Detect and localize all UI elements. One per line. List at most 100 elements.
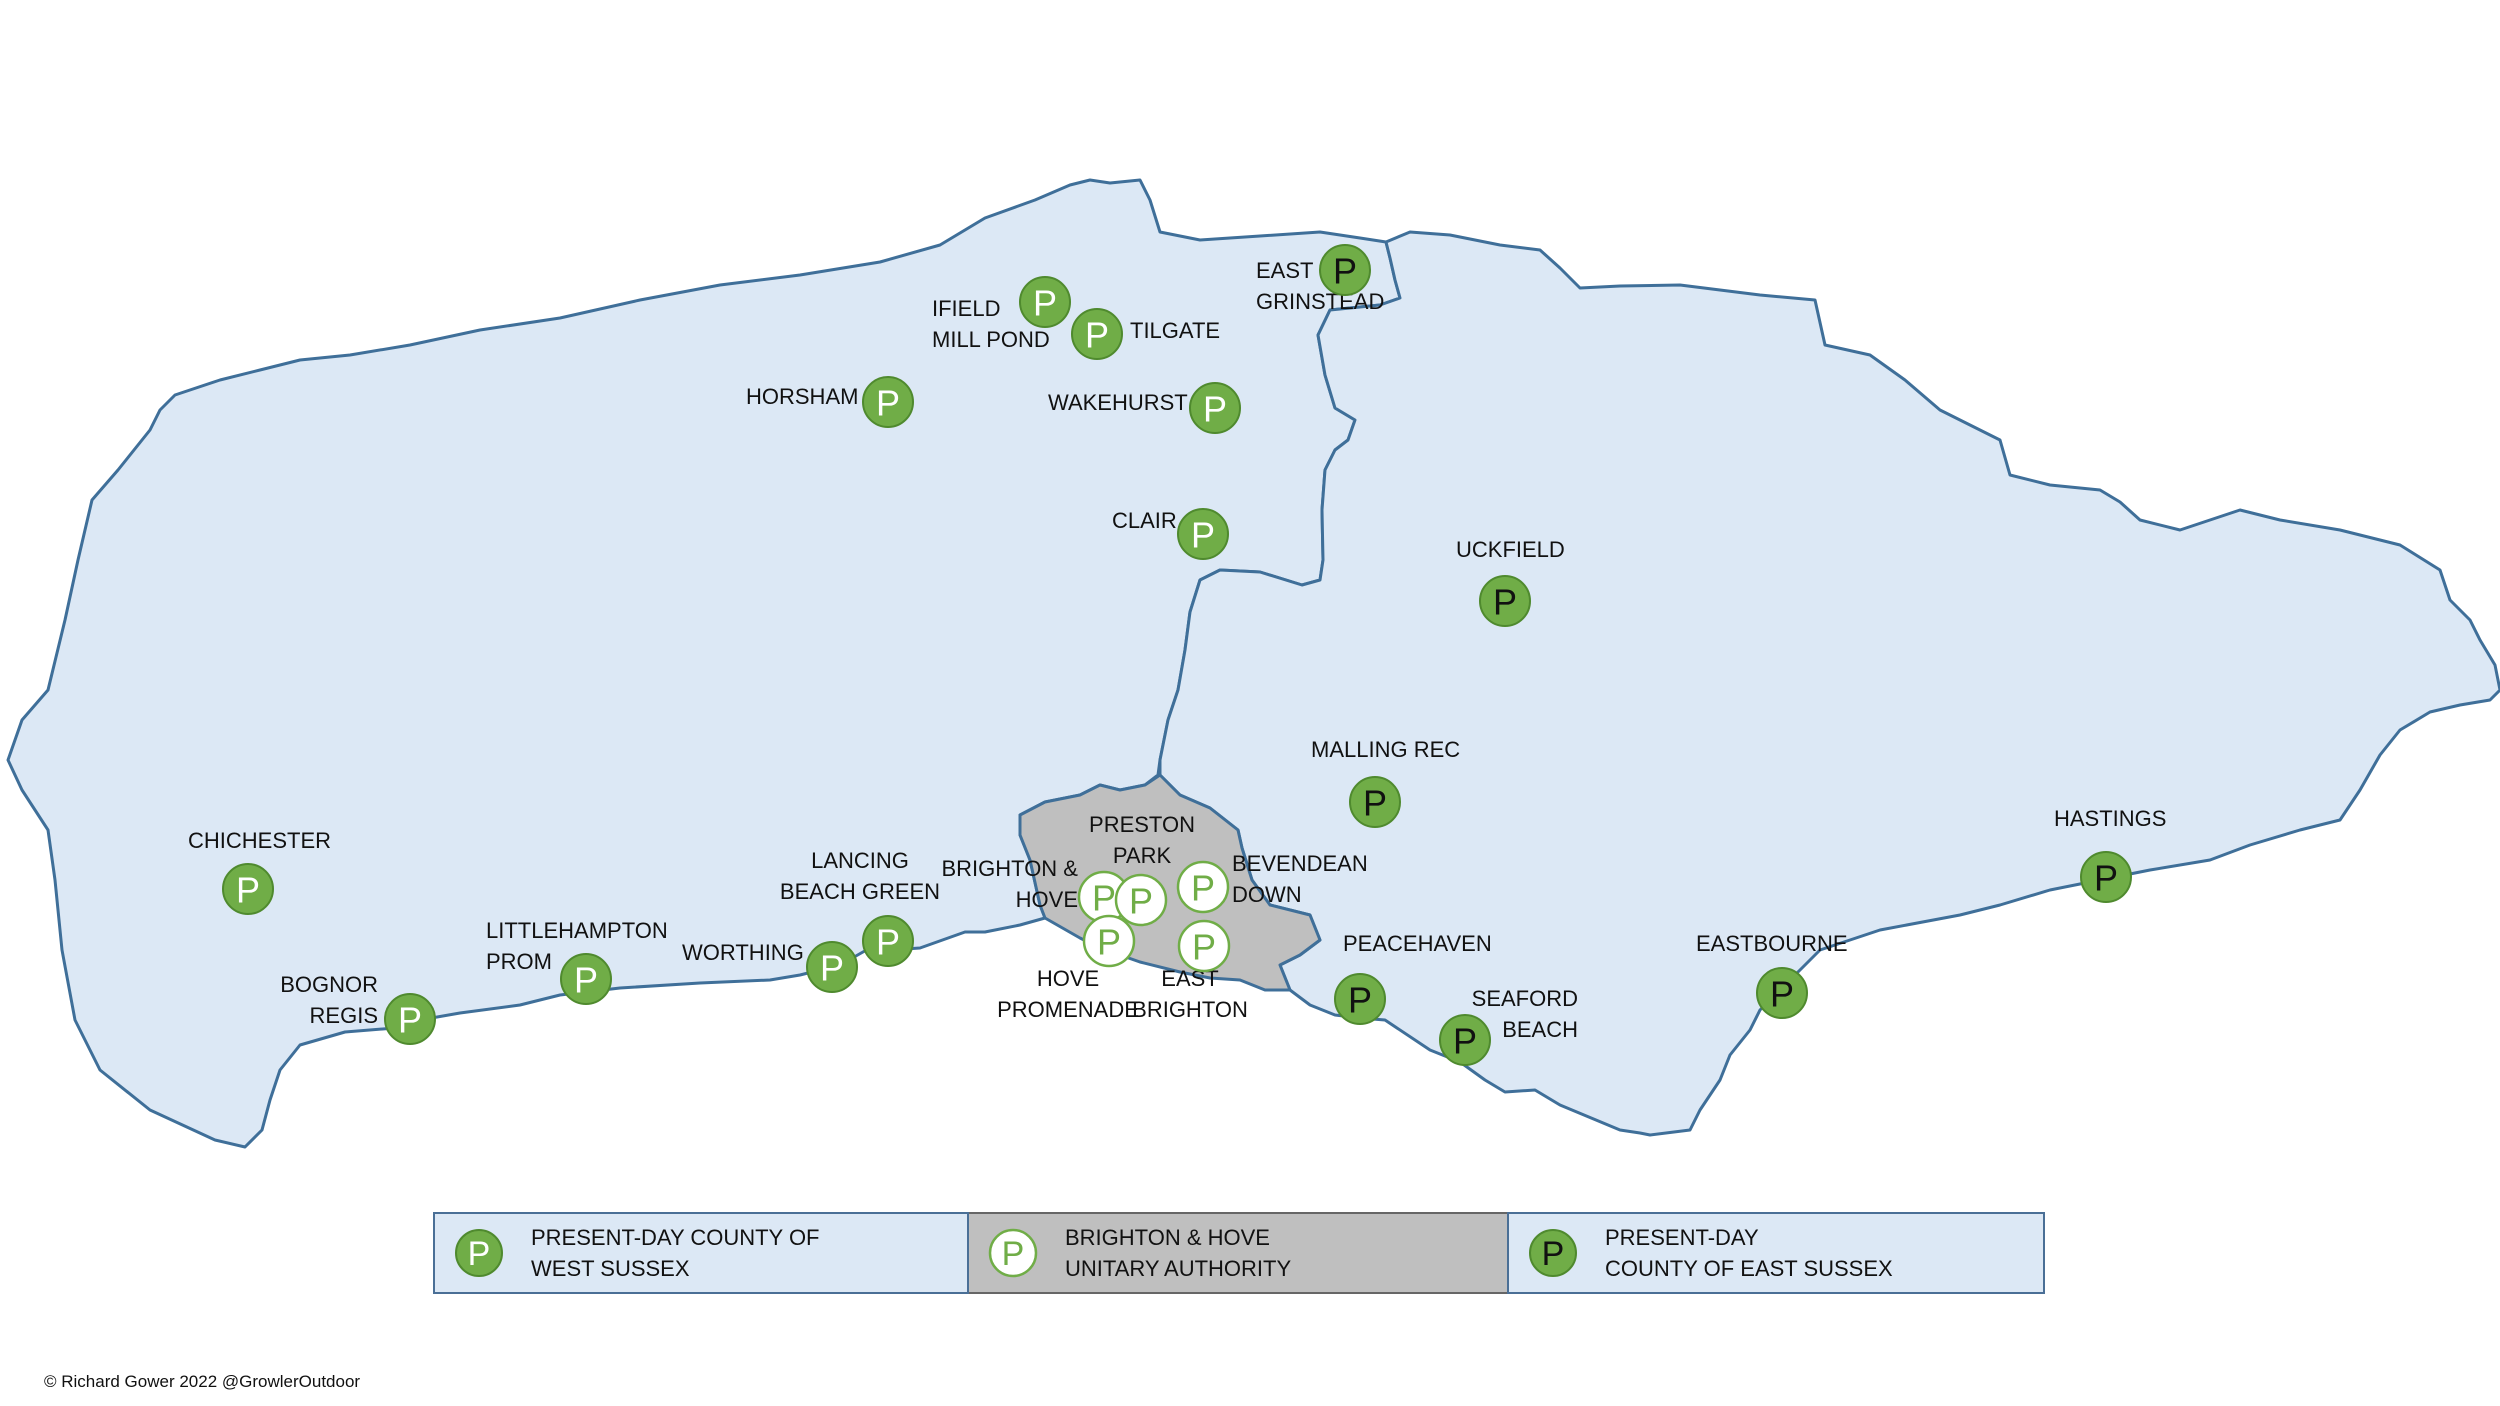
label-line-bevendean-0: BEVENDEAN (1232, 851, 1368, 876)
pin-circle-tilgate (1071, 308, 1123, 360)
legend-west-line2: WEST SUSSEX (531, 1256, 690, 1281)
pin-letter-worthing: P (820, 948, 844, 989)
pin-circle-bognor (384, 993, 436, 1045)
label-line-littlehampton-1: PROM (486, 949, 552, 974)
pin-letter-littlehampton: P (574, 960, 598, 1001)
pin-bognor: P (384, 993, 436, 1045)
label-line-hove-promenade-1: PROMENADE (997, 997, 1139, 1022)
pin-circle-east-brighton (1177, 919, 1231, 973)
svg-text:P: P (1542, 1235, 1565, 1273)
pin-littlehampton: P (560, 953, 612, 1005)
pin-letter-brighton-hove-2: P (1129, 881, 1153, 922)
pin-circle-worthing (806, 941, 858, 993)
label-line-preston-park-0: PRESTON (1089, 812, 1195, 837)
pin-letter-brighton-hove: P (1092, 878, 1116, 919)
label-tilgate: TILGATE (1130, 318, 1220, 343)
label-line-seaford-1: BEACH (1502, 1017, 1578, 1042)
pin-circle-bevendean (1176, 860, 1230, 914)
legend-bh-line2: UNITARY AUTHORITY (1065, 1256, 1292, 1281)
legend-east-pin-icon: P (1529, 1229, 1577, 1277)
pin-letter-horsham: P (876, 383, 900, 424)
pin-letter-east-brighton: P (1192, 927, 1216, 968)
pin-circle-hastings (2080, 851, 2132, 903)
pin-lancing: P (862, 915, 914, 967)
svg-text:P: P (1002, 1235, 1025, 1273)
label-horsham: HORSHAM (746, 384, 858, 409)
pin-letter-hove-promenade: P (1097, 922, 1121, 963)
label-eastbourne: EASTBOURNE (1696, 931, 1848, 956)
pin-circle-chichester (222, 863, 274, 915)
pin-circle-brighton-hove-2 (1114, 873, 1168, 927)
label-hastings: HASTINGS (2054, 806, 2166, 831)
label-clair: CLAIR (1112, 508, 1177, 533)
pin-malling-rec: P (1349, 776, 1401, 828)
label-line-hove-promenade-0: HOVE (1037, 966, 1099, 991)
label-line-uckfield-0: UCKFIELD (1456, 537, 1565, 562)
pin-letter-chichester: P (236, 870, 260, 911)
label-line-brighton-hove-0: BRIGHTON & (941, 856, 1078, 881)
label-line-seaford-0: SEAFORD (1472, 986, 1578, 1011)
pin-circle-peacehaven (1334, 973, 1386, 1025)
label-line-east-brighton-1: BRIGHTON (1132, 997, 1248, 1022)
pin-eastbourne: P (1756, 967, 1808, 1019)
pin-bevendean: P (1176, 860, 1230, 914)
pin-circle-east-grinstead (1319, 244, 1371, 296)
pin-horsham: P (862, 376, 914, 428)
legend-bh-pin-icon: P (988, 1228, 1038, 1278)
label-line-malling-rec-0: MALLING REC (1311, 737, 1460, 762)
pin-ifield: P (1019, 276, 1071, 328)
pin-letter-eastbourne: P (1770, 974, 1794, 1015)
label-line-chichester-0: CHICHESTER (188, 828, 331, 853)
label-peacehaven: PEACEHAVEN (1343, 931, 1492, 956)
legend-east-line1: PRESENT-DAY (1605, 1225, 1759, 1250)
label-line-horsham-0: HORSHAM (746, 384, 858, 409)
label-line-lancing-1: BEACH GREEN (780, 879, 940, 904)
legend-west-pin-icon: P (455, 1229, 503, 1277)
label-wakehurst: WAKEHURST (1048, 390, 1188, 415)
label-malling-rec: MALLING REC (1311, 737, 1460, 762)
label-line-littlehampton-0: LITTLEHAMPTON (486, 918, 668, 943)
legend-east-line2: COUNTY OF EAST SUSSEX (1605, 1256, 1893, 1281)
pin-chichester: P (222, 863, 274, 915)
label-line-eastbourne-0: EASTBOURNE (1696, 931, 1848, 956)
label-line-lancing-0: LANCING (811, 848, 909, 873)
pin-letter-hastings: P (2094, 858, 2118, 899)
svg-text:P: P (468, 1235, 491, 1273)
label-line-east-grinstead-1: GRINSTEAD (1256, 289, 1384, 314)
pin-letter-lancing: P (876, 922, 900, 963)
copyright-text: © Richard Gower 2022 @GrowlerOutdoor (44, 1372, 361, 1391)
pin-letter-ifield: P (1033, 283, 1057, 324)
pin-worthing: P (806, 941, 858, 993)
label-line-wakehurst-0: WAKEHURST (1048, 390, 1188, 415)
pin-letter-malling-rec: P (1363, 783, 1387, 824)
label-chichester: CHICHESTER (188, 828, 331, 853)
legend-bh-line1: BRIGHTON & HOVE (1065, 1225, 1270, 1250)
pin-tilgate: P (1071, 308, 1123, 360)
east-sussex-region (1158, 230, 2500, 1137)
pin-east-grinstead: P (1319, 244, 1371, 296)
pin-uckfield: P (1479, 575, 1531, 627)
pin-circle-littlehampton (560, 953, 612, 1005)
label-line-ifield-1: MILL POND (932, 327, 1050, 352)
label-lancing: LANCING BEACH GREEN (780, 848, 940, 904)
label-line-brighton-hove-1: HOVE (1016, 887, 1078, 912)
pin-peacehaven: P (1334, 973, 1386, 1025)
label-brighton-hove: BRIGHTON & HOVE (941, 856, 1078, 912)
pin-circle-ifield (1019, 276, 1071, 328)
pin-letter-east-grinstead: P (1333, 251, 1357, 292)
label-line-bognor-0: BOGNOR (280, 972, 378, 997)
pin-letter-clair: P (1191, 515, 1215, 556)
pin-circle-hove-promenade (1082, 914, 1136, 968)
pin-hastings: P (2080, 851, 2132, 903)
pin-circle-eastbourne (1756, 967, 1808, 1019)
legend-east-sussex: P PRESENT-DAY COUNTY OF EAST SUSSEX (1507, 1212, 2045, 1294)
legend-brighton-hove: P BRIGHTON & HOVE UNITARY AUTHORITY (969, 1212, 1507, 1294)
pin-letter-tilgate: P (1085, 315, 1109, 356)
pin-circle-clair (1177, 508, 1229, 560)
label-worthing: WORTHING (682, 940, 804, 965)
